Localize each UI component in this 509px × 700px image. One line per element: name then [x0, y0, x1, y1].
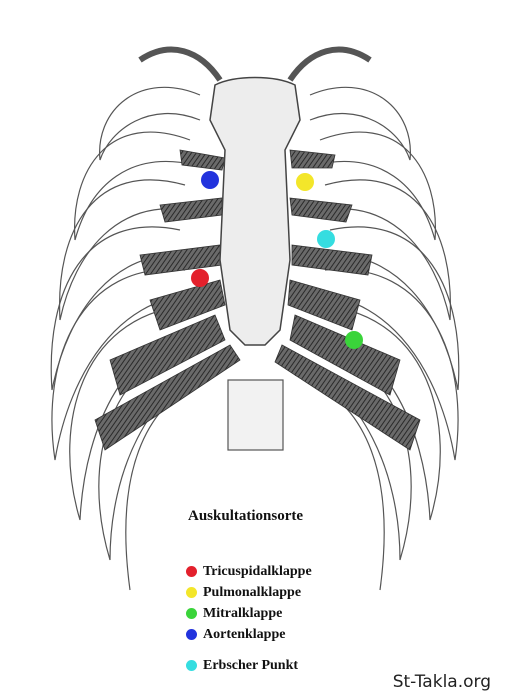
legend: Tricuspidalklappe Pulmonalklappe Mitralk… — [186, 561, 312, 676]
legend-item-aorten: Aortenklappe — [186, 624, 312, 645]
clavicle-left — [138, 46, 223, 82]
legend-item-mitral: Mitralklappe — [186, 603, 312, 624]
costal-cartilages — [94, 149, 421, 451]
green-dot-icon — [186, 608, 197, 619]
spine — [227, 379, 284, 451]
legend-item-pulmonal: Pulmonalklappe — [186, 582, 312, 603]
legend-label: Tricuspidalklappe — [203, 563, 312, 579]
legend-label: Pulmonalklappe — [203, 584, 302, 600]
blue-dot-icon — [186, 629, 197, 640]
sternum — [209, 76, 301, 346]
legend-label: Erbscher Punkt — [203, 657, 299, 673]
mitral-marker — [345, 331, 363, 349]
pulmonal-marker — [296, 173, 314, 191]
watermark: St-Takla.org — [392, 672, 491, 692]
legend-label: Mitralklappe — [203, 605, 283, 621]
clavicle-right — [287, 46, 372, 82]
yellow-dot-icon — [186, 587, 197, 598]
red-dot-icon — [186, 566, 197, 577]
legend-item-erb: Erbscher Punkt — [186, 655, 312, 676]
erb-marker — [317, 230, 335, 248]
legend-label: Aortenklappe — [203, 626, 286, 642]
aorten-marker — [201, 171, 219, 189]
cyan-dot-icon — [186, 660, 197, 671]
tricuspid-marker — [191, 269, 209, 287]
legend-item-tricuspid: Tricuspidalklappe — [186, 561, 312, 582]
figure-title: Auskultationsorte — [188, 508, 304, 524]
